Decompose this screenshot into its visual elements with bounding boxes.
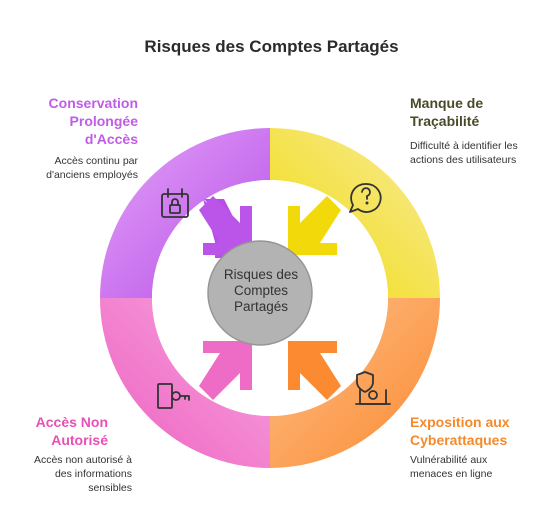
segment-acces-non-autorise — [100, 298, 270, 468]
arrow-bottom-right-shape — [288, 341, 341, 400]
heading-exposition: Exposition aux Cyberattaques — [410, 414, 510, 448]
heading-tracabilite: Manque de Traçabilité — [410, 95, 484, 129]
key-door-icon — [157, 383, 190, 409]
calendar-lock-icon — [161, 188, 189, 218]
arrow-top-right-shape — [288, 196, 341, 255]
desc-conservation: Accès continu par d'anciens employés — [46, 155, 138, 181]
arrow-bottom-left-shape — [199, 341, 252, 400]
center-label: Risques des Comptes Partagés — [223, 267, 299, 314]
segment-exposition-cyberattaques — [270, 298, 440, 468]
desc-acces-non-autorise: Accès non autorisé à des informations se… — [33, 454, 132, 494]
heading-acces-non-autorise: Accès Non Autorisé — [35, 414, 108, 448]
segment-manque-tracabilite — [270, 128, 440, 298]
desc-tracabilite: Difficulté à identifier les actions des … — [410, 140, 518, 166]
center-circle — [207, 240, 313, 346]
heading-conservation: Conservation Prolongée d'Accès — [48, 95, 138, 147]
segment-conservation-prolongee — [100, 128, 270, 298]
cyber-threat-icon — [355, 371, 391, 405]
diagram-title: Risques des Comptes Partagés — [144, 37, 399, 56]
desc-exposition: Vulnérabilité aux menaces en ligne — [410, 454, 493, 480]
question-bubble-icon — [349, 183, 382, 213]
arrow-top-left-shape — [199, 196, 252, 255]
